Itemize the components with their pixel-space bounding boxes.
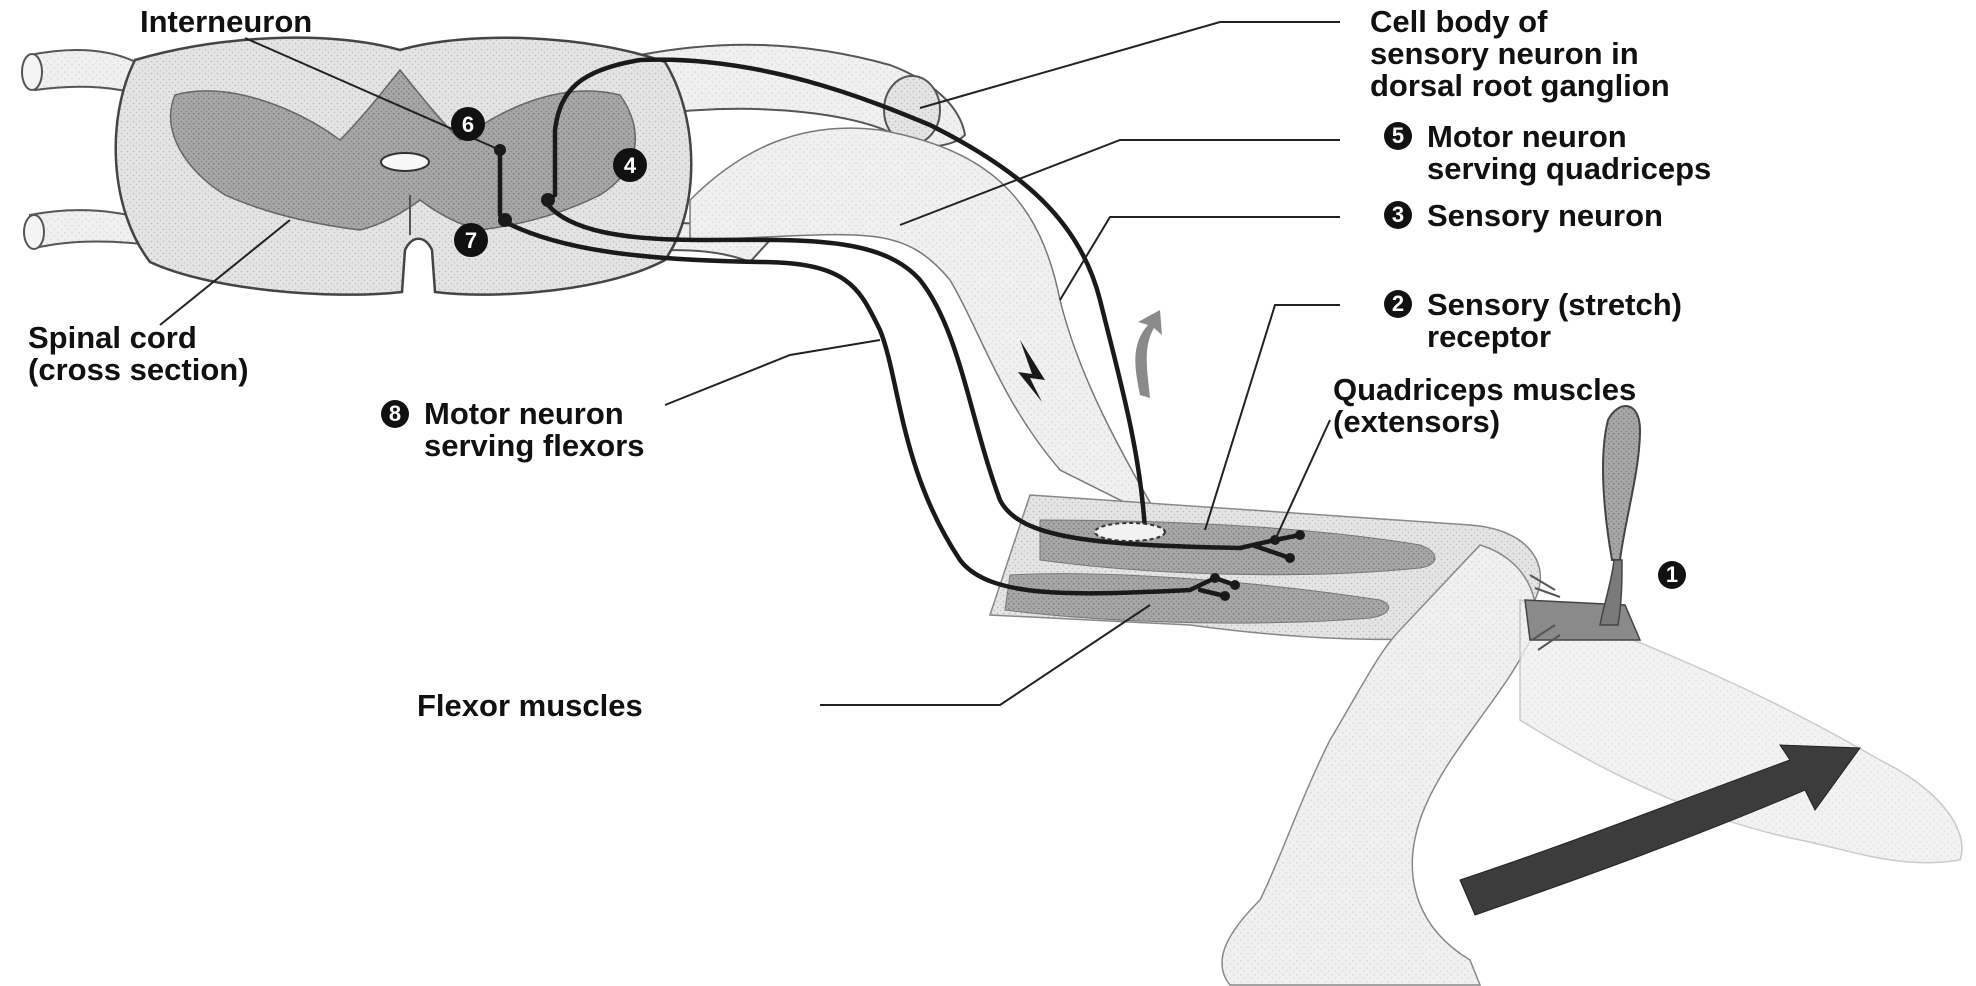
- peripheral-nerve-bundle: [690, 128, 1160, 520]
- step-badge-3: 3: [1384, 201, 1412, 229]
- step-3-number: 3: [1392, 202, 1404, 227]
- left-dorsal-root-end: [22, 54, 42, 90]
- stretch-receptor: [1095, 523, 1165, 541]
- quadriceps-synapse-b: [1295, 530, 1305, 540]
- label-stretch-receptor-line2: receptor: [1427, 319, 1551, 354]
- leader-cell-body: [920, 22, 1340, 108]
- step-badge-5: 5: [1384, 122, 1412, 150]
- quadriceps-motor-cell-body: [541, 193, 555, 207]
- reflex-hammer-handle: [1600, 560, 1622, 625]
- label-spinal-cord-line1: Spinal cord: [28, 320, 197, 355]
- step-badge-6: 6: [451, 107, 485, 141]
- step-2-number: 2: [1392, 291, 1404, 316]
- step-4-number: 4: [624, 153, 637, 178]
- step-7-number: 7: [465, 228, 477, 253]
- label-quadriceps-line2: (extensors): [1333, 404, 1500, 439]
- step-badge-2: 2: [1384, 290, 1412, 318]
- quadriceps-synapse-c: [1285, 553, 1295, 563]
- label-motor-quadriceps-line2: serving quadriceps: [1427, 151, 1711, 186]
- label-flexor-muscles: Flexor muscles: [417, 688, 643, 723]
- leader-sensory-neuron: [1060, 217, 1340, 300]
- step-6-number: 6: [462, 112, 474, 137]
- step-badge-7: 7: [454, 223, 488, 257]
- central-canal: [381, 153, 429, 171]
- step-8-number: 8: [389, 401, 401, 426]
- step-badge-8: 8: [381, 400, 409, 428]
- label-spinal-cord-line2: (cross section): [28, 352, 249, 387]
- label-cell-body-line1: Cell body of: [1370, 4, 1548, 39]
- flexor-synapse-c: [1220, 591, 1230, 601]
- flexor-synapse-b: [1230, 580, 1240, 590]
- label-cell-body-line3: dorsal root ganglion: [1370, 68, 1670, 103]
- left-ventral-root-end: [24, 215, 44, 249]
- reflex-hammer-head: [1603, 406, 1640, 560]
- label-motor-quadriceps-line1: Motor neuron: [1427, 119, 1627, 154]
- leader-stretch-receptor: [1205, 305, 1340, 530]
- label-interneuron: Interneuron: [140, 4, 312, 39]
- flexor-synapse-a: [1210, 573, 1220, 583]
- label-motor-flexors-line2: serving flexors: [424, 428, 645, 463]
- flexor-motor-cell-body: [498, 213, 512, 227]
- sensory-direction-arrow: [1135, 310, 1162, 398]
- label-quadriceps-line1: Quadriceps muscles: [1333, 372, 1636, 407]
- step-5-number: 5: [1392, 123, 1404, 148]
- step-badge-4: 4: [613, 148, 647, 182]
- label-motor-flexors-line1: Motor neuron: [424, 396, 624, 431]
- label-sensory-neuron: Sensory neuron: [1427, 198, 1663, 233]
- step-1-number: 1: [1666, 562, 1678, 587]
- label-cell-body-line2: sensory neuron in: [1370, 36, 1639, 71]
- nerve-sheath: [690, 128, 1160, 520]
- leader-motor-flexors: [665, 340, 880, 405]
- step-badge-1: 1: [1658, 561, 1686, 589]
- label-stretch-receptor-line1: Sensory (stretch): [1427, 287, 1682, 322]
